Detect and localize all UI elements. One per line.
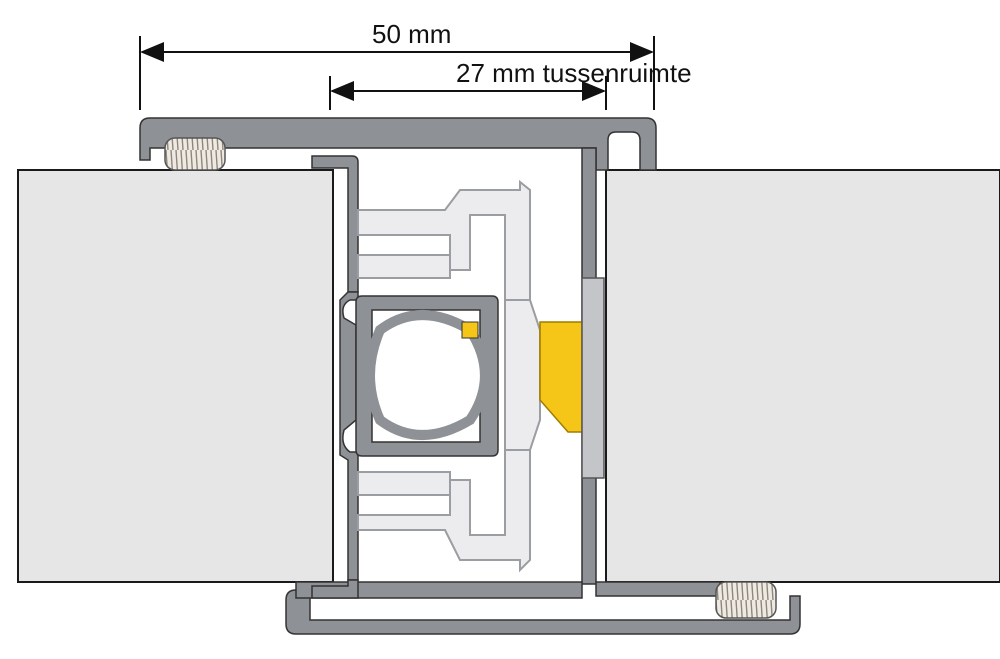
insulation-inserts [357, 179, 541, 573]
right-door-panel [605, 169, 1000, 583]
bottom-brush-seal [715, 581, 777, 619]
gasket-strip [581, 277, 605, 479]
left-door-panel [17, 169, 334, 583]
brush-seal-icon [715, 581, 777, 619]
dimension-gap [329, 76, 607, 110]
yellow-seal [539, 321, 583, 433]
dimension-overall-label: 50 mm [372, 19, 451, 49]
central-lock-chamber [355, 295, 499, 457]
dimension-gap-label: 27 mm tussenruimte [456, 58, 692, 88]
dimension-overall [139, 36, 655, 110]
inner-left-profile [311, 155, 359, 599]
brush-seal-icon [164, 137, 226, 171]
top-brush-seal [164, 137, 226, 171]
